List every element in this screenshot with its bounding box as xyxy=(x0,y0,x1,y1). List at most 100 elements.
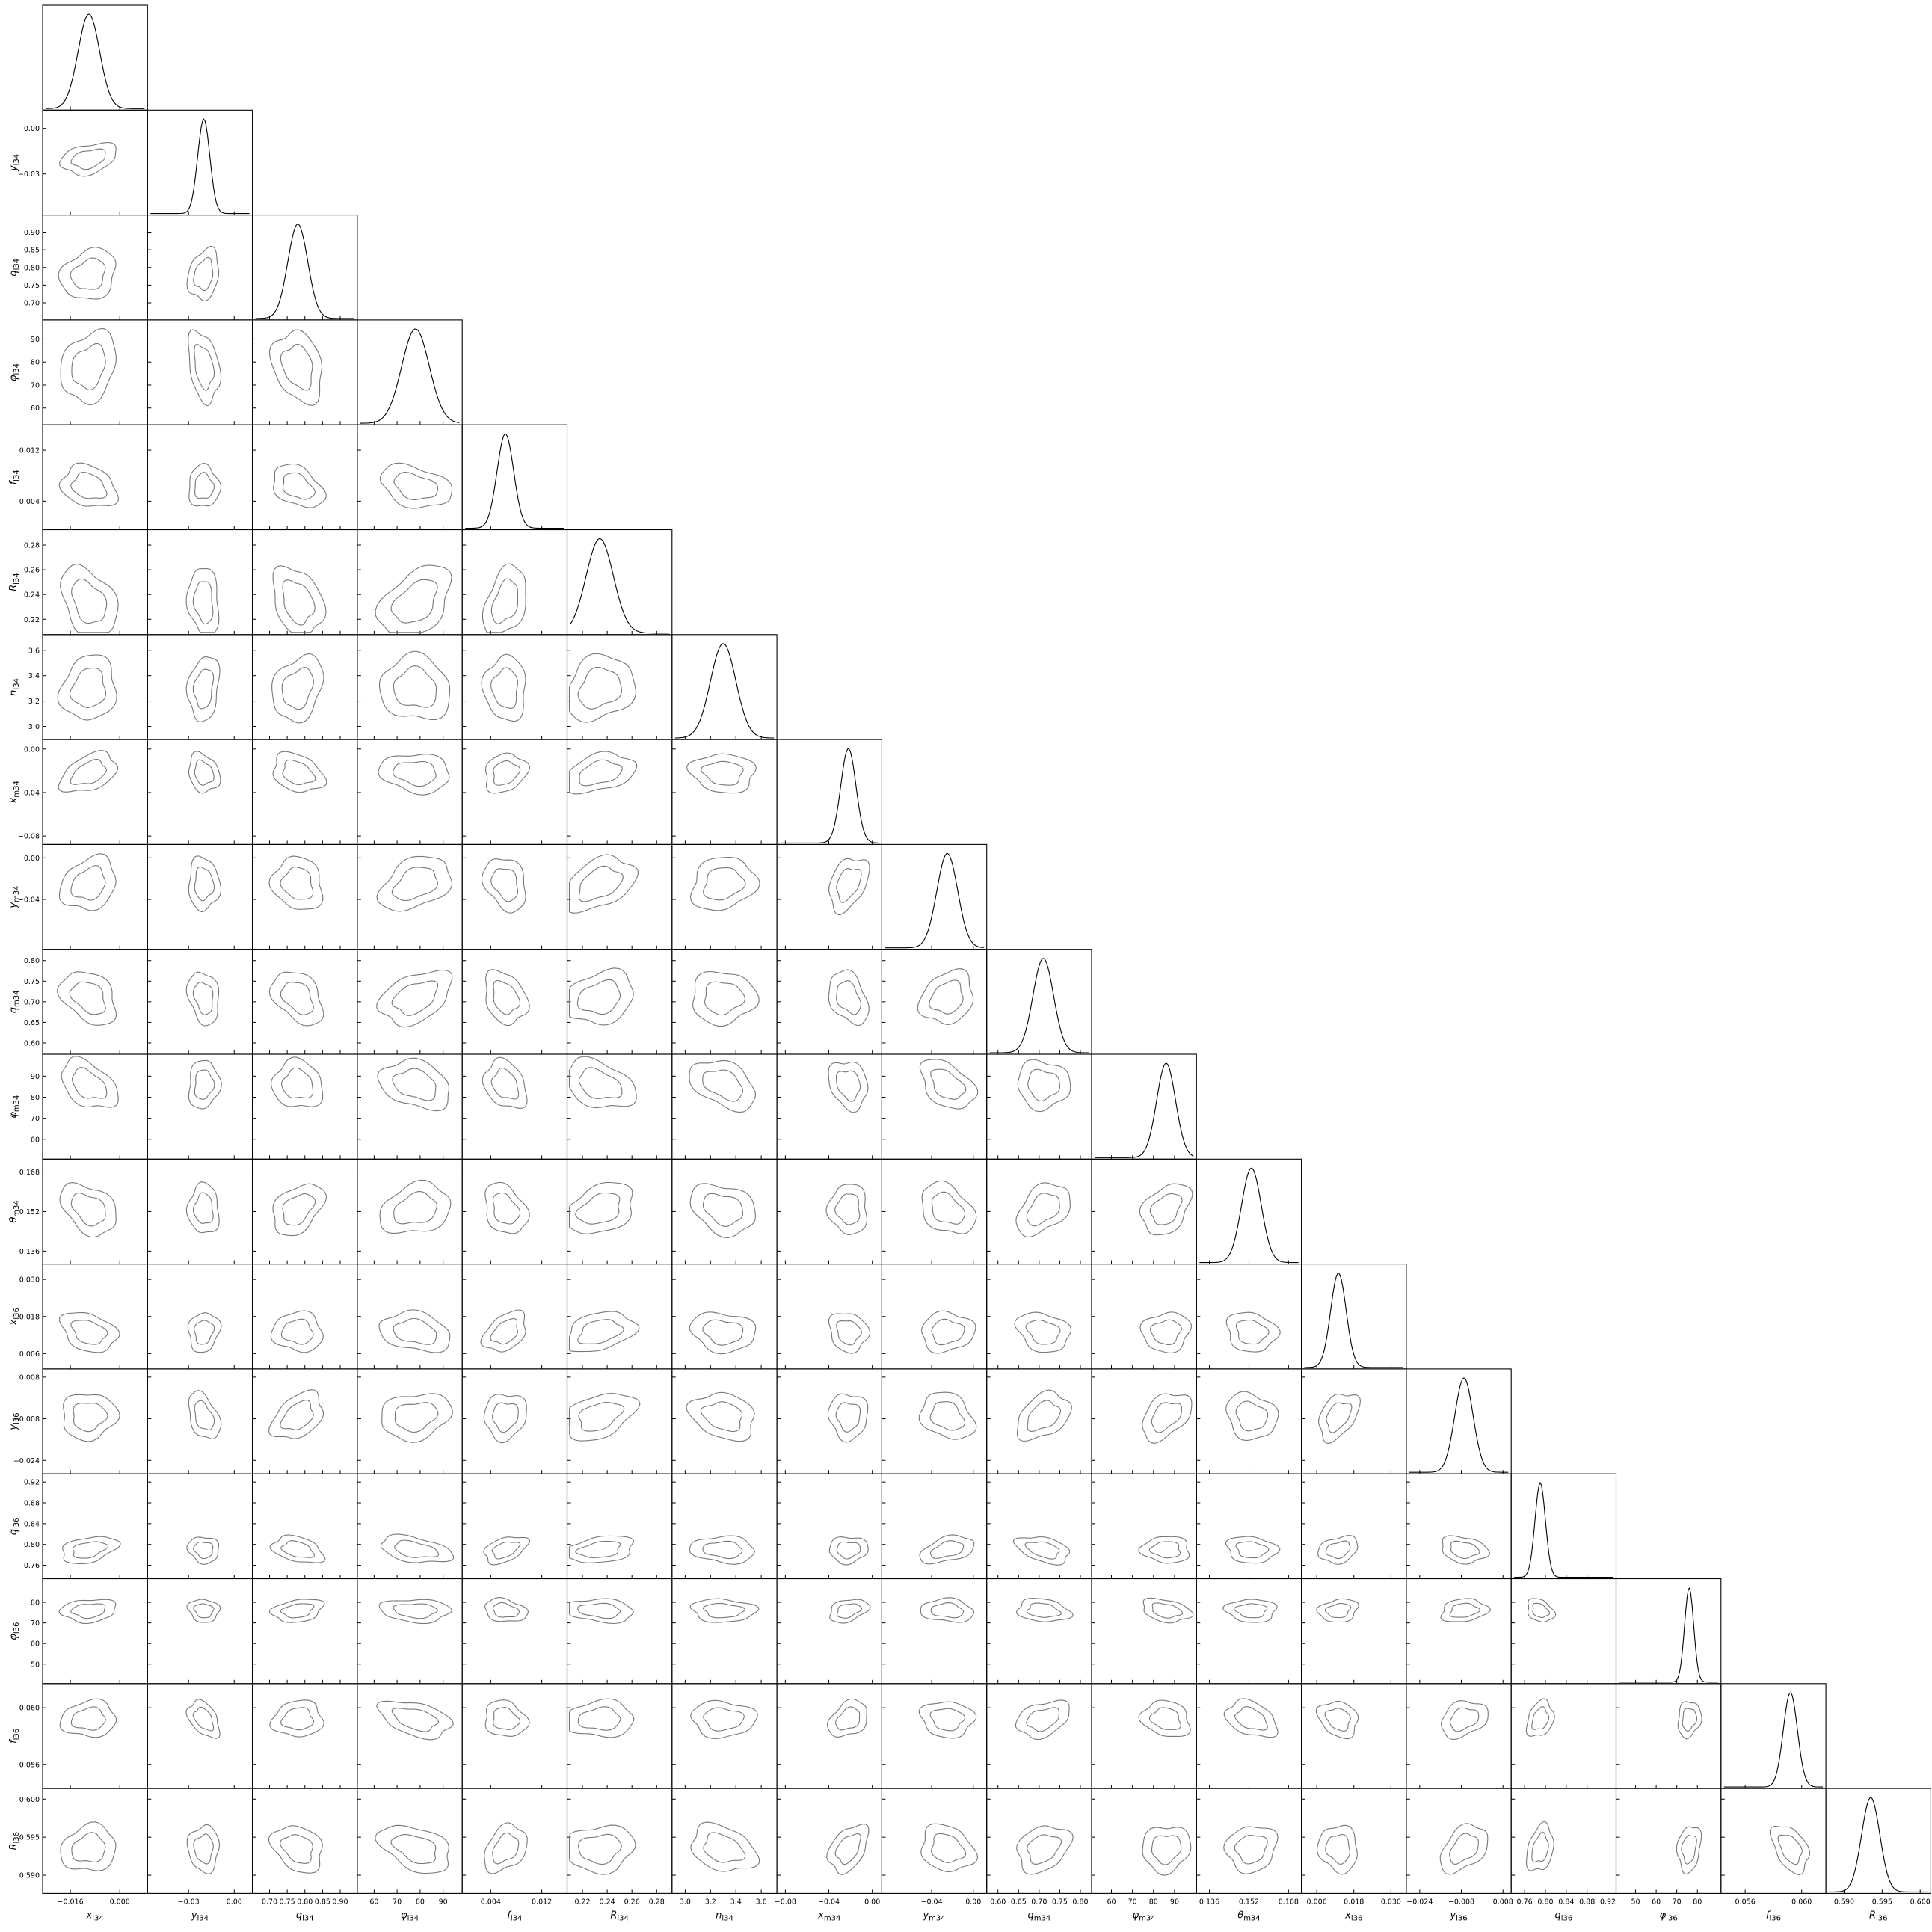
contour-outer xyxy=(1225,1391,1279,1442)
y-tick-label: 80 xyxy=(31,1599,40,1608)
contour-panel-14-9 xyxy=(986,1473,1092,1580)
contour-panel-15-5 xyxy=(566,1578,673,1685)
x-tick-label: 0.004 xyxy=(481,1898,501,1906)
panel-frame xyxy=(566,949,673,1055)
contour-outer xyxy=(920,1310,976,1354)
y-axis-label: θm34 xyxy=(8,1200,21,1222)
panel-frame xyxy=(1406,1368,1512,1474)
contour-panel-6-5 xyxy=(566,634,673,740)
contour-outer xyxy=(568,1181,633,1234)
contour-inner xyxy=(73,1403,108,1433)
x-tick-label: 0.22 xyxy=(574,1898,590,1906)
contour-inner xyxy=(1326,1402,1353,1433)
contour-inner xyxy=(703,1707,745,1732)
marginal-panel-11 xyxy=(1196,1158,1302,1265)
contour-panel-4-1 xyxy=(147,424,253,531)
x-tick-label: 0.80 xyxy=(1072,1898,1088,1906)
contour-panel-16-10 xyxy=(1091,1683,1197,1789)
contour-outer xyxy=(1442,1535,1490,1565)
contour-panel-3-2 xyxy=(252,319,358,425)
panel-frame xyxy=(1091,1368,1197,1474)
contour-outer xyxy=(188,462,222,507)
contour-inner xyxy=(69,981,106,1015)
panel-frame xyxy=(566,529,673,636)
x-tick-label: 60 xyxy=(1107,1898,1116,1906)
contour-panel-11-10 xyxy=(1091,1158,1197,1265)
panel-frame xyxy=(357,424,463,531)
contour-panel-15-12 xyxy=(1301,1578,1407,1685)
panel-frame xyxy=(42,1473,148,1580)
contour-panel-16-12 xyxy=(1301,1683,1407,1789)
panel-frame xyxy=(147,215,253,321)
contour-panel-8-2 xyxy=(252,843,358,950)
x-tick-label: 0.030 xyxy=(1381,1898,1401,1906)
contour-inner xyxy=(71,1067,108,1099)
contour-outer xyxy=(827,1393,869,1443)
contour-inner xyxy=(490,868,519,902)
y-tick-label: 0.76 xyxy=(24,1562,40,1570)
contour-panel-7-2 xyxy=(252,739,358,845)
contour-outer xyxy=(62,1536,121,1565)
contour-outer xyxy=(828,1536,869,1566)
contour-outer xyxy=(188,1059,222,1110)
contour-outer xyxy=(919,1059,979,1110)
panel-frame xyxy=(147,843,253,950)
y-axis-label: Rl34 xyxy=(8,573,21,591)
contour-outer xyxy=(689,1311,757,1355)
contour-panel-10-8 xyxy=(881,1053,988,1160)
contour-inner xyxy=(1148,1707,1181,1730)
contour-inner xyxy=(702,1602,745,1619)
contour-inner xyxy=(703,1832,746,1863)
panel-frame xyxy=(986,1264,1092,1370)
contour-panel-5-3 xyxy=(357,529,463,636)
x-tick-label: 0.590 xyxy=(1834,1898,1854,1906)
contour-inner xyxy=(1324,1708,1351,1732)
contour-inner xyxy=(280,1540,316,1558)
contour-inner xyxy=(280,982,314,1015)
contour-outer xyxy=(482,1056,528,1109)
y-tick-label: 0.590 xyxy=(19,1872,40,1880)
contour-outer xyxy=(568,854,639,914)
contour-panel-15-2 xyxy=(252,1578,358,1685)
panel-frame xyxy=(357,949,463,1055)
y-tick-label: 0.600 xyxy=(19,1796,40,1804)
contour-inner xyxy=(836,980,862,1015)
panel-frame xyxy=(881,1158,988,1265)
panel-frame xyxy=(776,739,882,845)
panel-frame xyxy=(42,1368,148,1474)
contour-outer xyxy=(1012,1536,1071,1566)
contour-inner xyxy=(70,1320,108,1345)
contour-inner xyxy=(1531,1706,1550,1730)
contour-panel-8-3 xyxy=(357,843,463,950)
panel-frame xyxy=(42,634,148,740)
contour-inner xyxy=(192,981,214,1015)
marginal-panel-6 xyxy=(671,634,778,740)
contour-inner xyxy=(194,1400,215,1431)
contour-outer xyxy=(272,1183,327,1237)
panel-frame xyxy=(881,949,988,1055)
contour-panel-16-11 xyxy=(1196,1683,1302,1789)
contour-outer xyxy=(1317,1535,1359,1565)
y-tick-label: 0.595 xyxy=(19,1834,40,1842)
x-tick-label: 0.80 xyxy=(1537,1898,1553,1906)
contour-panel-2-0: 0.700.750.800.850.90 xyxy=(24,215,148,321)
contour-inner xyxy=(492,1402,519,1433)
contour-inner xyxy=(280,1707,315,1731)
contour-inner xyxy=(579,759,623,787)
panel-frame xyxy=(776,1683,882,1789)
y-tick-label: 0.168 xyxy=(19,1169,40,1177)
x-tick-label: 0.00 xyxy=(227,1898,242,1906)
x-tick-label: 80 xyxy=(1149,1898,1158,1906)
contour-panel-14-7 xyxy=(776,1473,882,1580)
contour-panel-11-2 xyxy=(252,1158,358,1265)
panel-frame xyxy=(42,1158,148,1265)
contour-outer xyxy=(379,1179,452,1234)
contour-inner xyxy=(835,1402,861,1433)
contour-outer xyxy=(1225,1311,1281,1353)
contour-panel-13-3 xyxy=(357,1368,463,1474)
contour-inner xyxy=(392,1068,437,1101)
